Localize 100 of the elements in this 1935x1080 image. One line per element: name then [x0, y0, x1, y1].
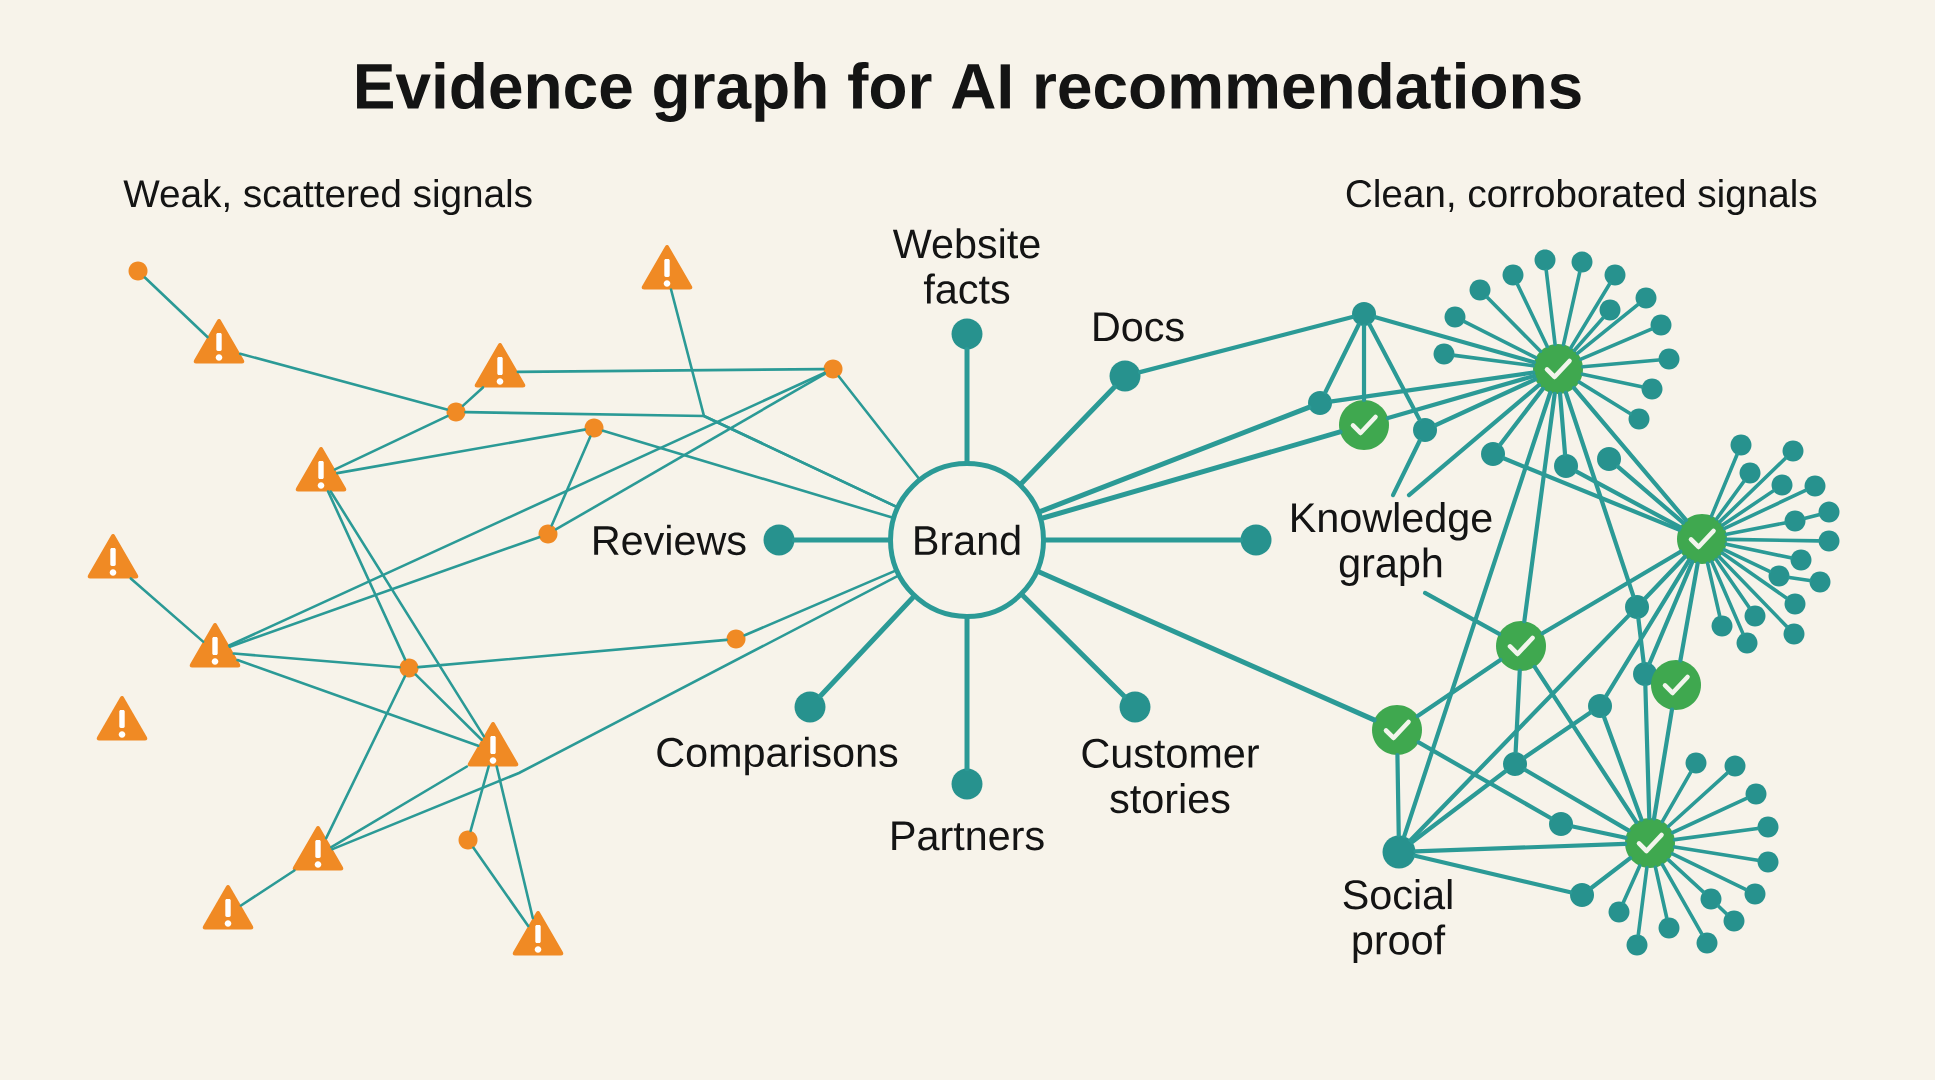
connector: [417, 638, 728, 669]
dot: [1757, 851, 1779, 873]
connector: [1705, 561, 1722, 618]
connector: [1043, 537, 1243, 543]
dot: [538, 524, 558, 544]
connector: [1019, 384, 1117, 486]
warning-icon: [202, 885, 254, 930]
dot: [1554, 454, 1578, 478]
connector: [1714, 479, 1746, 521]
connector: [1540, 549, 1683, 636]
warning-icon: [96, 696, 148, 741]
dot: [1433, 343, 1455, 365]
dot: [1502, 264, 1524, 286]
connector: [1672, 845, 1760, 863]
check-icon: [1372, 705, 1422, 755]
connector: [1452, 353, 1536, 368]
dot: [1608, 901, 1630, 923]
connector: [1720, 551, 1789, 600]
connector: [469, 765, 490, 833]
dot: [1599, 299, 1621, 321]
dot: [1782, 440, 1804, 462]
connector: [1709, 452, 1739, 518]
connector: [1803, 512, 1821, 521]
connector: [1498, 386, 1545, 447]
connector: [1415, 657, 1503, 719]
warning-icon: [467, 722, 519, 767]
connector: [143, 276, 209, 339]
dot: [1771, 474, 1793, 496]
dot: [1744, 605, 1766, 627]
connector: [669, 288, 897, 508]
connector: [1329, 370, 1536, 404]
connector: [1716, 904, 1729, 916]
connector: [232, 652, 401, 669]
connector: [1557, 391, 1568, 457]
connector: [964, 347, 970, 464]
warning-icon: [512, 911, 564, 956]
connector: [1561, 270, 1582, 347]
connector: [1569, 282, 1612, 350]
connector: [1720, 489, 1776, 527]
connector: [1574, 469, 1683, 530]
dot: [1549, 812, 1573, 836]
warning-icon: [189, 623, 241, 668]
dot: [1784, 510, 1806, 532]
node-label: Docs: [1094, 312, 1184, 342]
connector: [1722, 548, 1772, 574]
dot: [1444, 306, 1466, 328]
dot: [1413, 418, 1437, 442]
dot: [1745, 783, 1767, 805]
dot: [1469, 279, 1491, 301]
dot: [1818, 501, 1840, 523]
dot: [1625, 595, 1649, 619]
connector: [1575, 302, 1640, 356]
connector: [1523, 767, 1631, 833]
check-icon: [1339, 400, 1389, 450]
connector: [1653, 865, 1669, 920]
connector: [1570, 824, 1628, 840]
connector: [1616, 464, 1686, 525]
connector: [1522, 710, 1593, 760]
dot: [1503, 752, 1527, 776]
dot: [1730, 434, 1752, 456]
node-label: Comparisons: [657, 736, 898, 776]
connector: [129, 577, 205, 643]
dot: [1736, 632, 1758, 654]
connector: [1385, 373, 1537, 421]
node-label: Partners: [892, 821, 1044, 851]
dot: [1628, 408, 1650, 430]
connector: [550, 435, 592, 527]
connector: [792, 537, 891, 543]
dot: [1739, 462, 1761, 484]
connector: [554, 372, 827, 531]
connector: [1651, 707, 1675, 821]
dot: [1650, 314, 1672, 336]
dot: [1626, 934, 1648, 956]
connector: [1422, 590, 1502, 636]
dot: [1635, 287, 1657, 309]
connector: [331, 575, 899, 851]
dot: [1597, 447, 1621, 471]
connector: [1513, 668, 1522, 755]
connector: [324, 675, 407, 840]
dot: [1308, 391, 1332, 415]
connector: [1563, 390, 1636, 598]
connector: [1544, 268, 1557, 346]
check-icon: [1677, 514, 1727, 564]
node-label: Social proof: [1343, 879, 1452, 963]
dot: [1685, 752, 1707, 774]
section-heading: Weak, scattered signals: [123, 178, 532, 215]
connector: [1724, 542, 1793, 560]
connector: [1643, 683, 1652, 821]
connector: [1413, 841, 1628, 854]
dot: [1711, 615, 1733, 637]
connector: [1402, 390, 1553, 839]
dot: [1783, 623, 1805, 645]
connector: [1367, 322, 1422, 422]
dot: [1804, 475, 1826, 497]
connector: [1532, 664, 1639, 825]
connector: [1361, 323, 1367, 403]
connector: [1678, 561, 1700, 663]
connector: [1670, 852, 1748, 892]
connector: [1408, 613, 1631, 843]
connector: [601, 429, 893, 519]
